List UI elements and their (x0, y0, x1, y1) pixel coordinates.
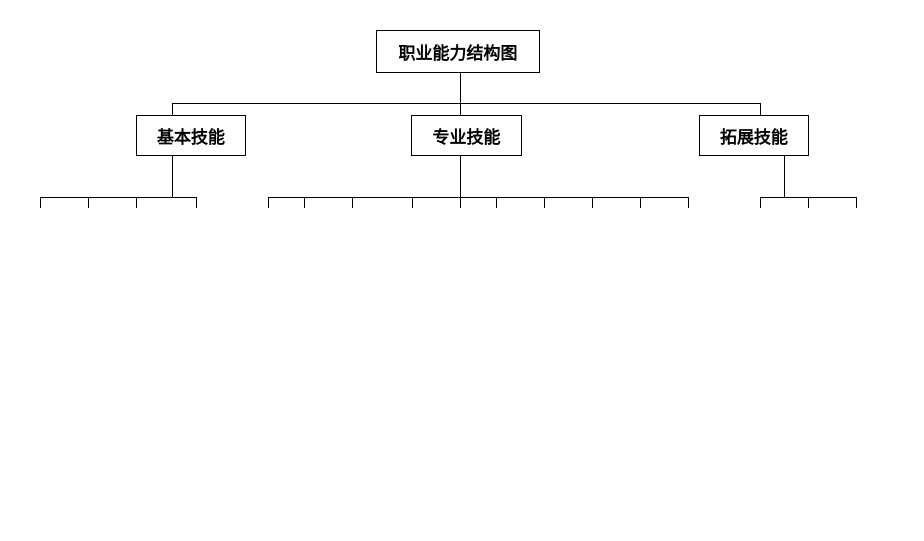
branch-node-extension-skills: 拓展技能 (699, 115, 809, 156)
root-node: 职业能力结构图 (376, 30, 540, 73)
branch-node-professional-skills: 专业技能 (411, 115, 522, 156)
branch-node-basic-skills: 基本技能 (136, 115, 246, 156)
